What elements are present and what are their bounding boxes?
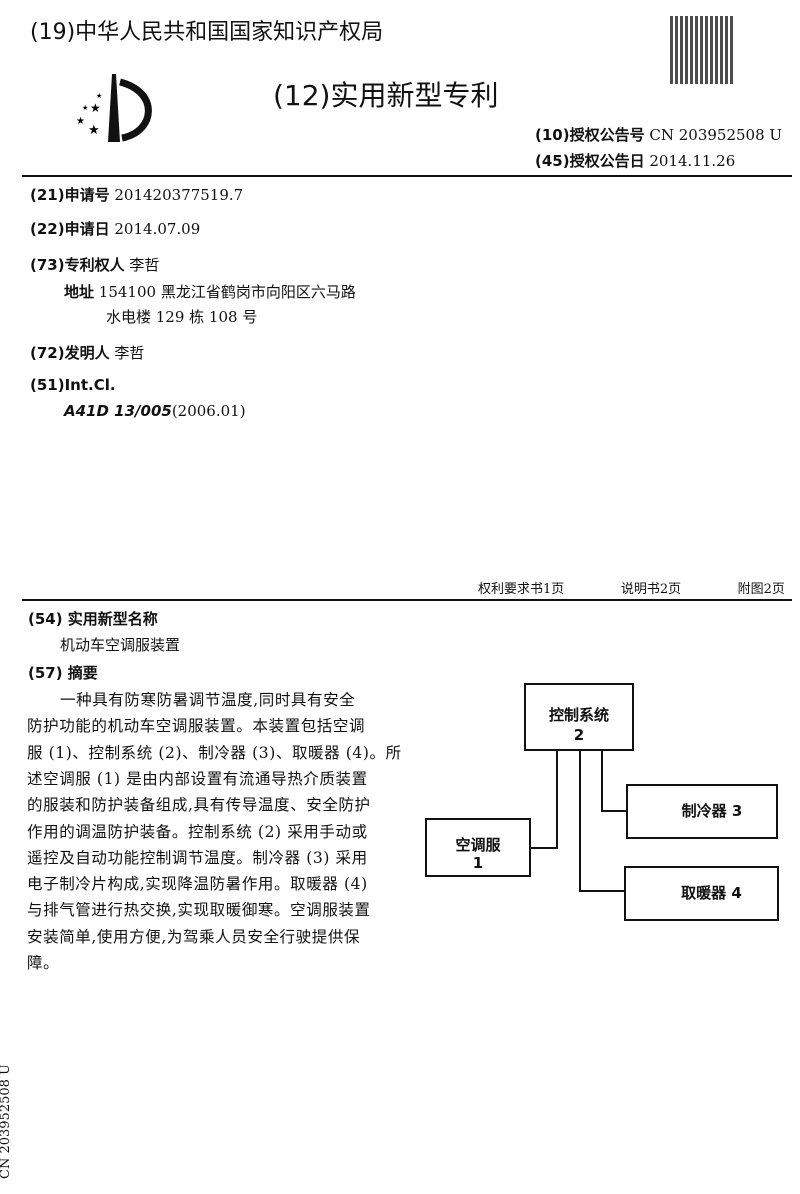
- connector-line: [579, 890, 625, 892]
- divider: [22, 599, 792, 601]
- title-label: (54) 实用新型名称: [28, 610, 158, 628]
- connector-line: [579, 751, 581, 892]
- address-line2: 水电楼 129 栋 108 号: [106, 308, 258, 326]
- ipc-label: (51)Int.Cl.: [30, 376, 116, 394]
- app-date-label: (22)申请日: [30, 220, 110, 238]
- connector-line: [530, 847, 558, 849]
- abstract-line: 安装简单,使用方便,为驾乘人员安全行驶提供保: [27, 927, 361, 946]
- description-pages: 说明书2页: [620, 582, 682, 597]
- svg-text:★: ★: [76, 116, 85, 127]
- cnipa-logo: ★★★★★: [76, 74, 152, 142]
- divider: [22, 175, 792, 177]
- app-no-label: (21)申请号: [30, 186, 110, 204]
- svg-text:★: ★: [96, 92, 102, 100]
- qr-code: [670, 16, 734, 84]
- pub-no-label: (10)授权公告号: [535, 126, 645, 144]
- abstract-line: 述空调服 (1) 是由内部设置有流通导热介质装置: [27, 769, 368, 788]
- connector-line: [556, 751, 558, 849]
- ipc-version: (2006.01): [171, 402, 246, 420]
- abstract-line: 服 (1)、控制系统 (2)、制冷器 (3)、取暖器 (4)。所: [27, 743, 402, 762]
- abstract-label: (57) 摘要: [28, 664, 98, 682]
- abstract-line: 一种具有防寒防暑调节温度,同时具有安全: [60, 691, 356, 709]
- claims-pages: 权利要求书1页: [478, 582, 565, 597]
- inventor-label: (72)发明人: [30, 344, 110, 362]
- office-name: (19)中华人民共和国国家知识产权局: [30, 20, 384, 45]
- svg-text:★: ★: [82, 104, 88, 112]
- drawings-pages: 附图2页: [737, 582, 785, 597]
- owner: 李哲: [129, 256, 160, 274]
- abstract-line: 作用的调温防护装备。控制系统 (2) 采用手动或: [27, 822, 368, 841]
- ipc-code: A41D 13/005: [64, 402, 172, 420]
- address-label: 地址: [64, 283, 95, 301]
- svg-text:★: ★: [90, 101, 101, 115]
- utility-model-title: 机动车空调服装置: [60, 636, 181, 654]
- abstract-line: 的服装和防护装备组成,具有传导温度、安全防护: [27, 796, 371, 815]
- app-date: 2014.07.09: [114, 220, 201, 238]
- patent-kind: (12)实用新型专利: [273, 79, 499, 112]
- side-pub-no: CN 203952508 U: [0, 1064, 13, 1179]
- pub-no: CN 203952508 U: [649, 126, 783, 144]
- abstract-line: 障。: [27, 954, 60, 972]
- app-no: 201420377519.7: [114, 186, 244, 204]
- svg-text:★: ★: [88, 123, 100, 138]
- cooler-box: 制冷器 3: [626, 784, 778, 839]
- owner-label: (73)专利权人: [30, 256, 125, 274]
- abstract-line: 电子制冷片构成,实现降温防暑作用。取暖器 (4): [27, 875, 368, 894]
- pub-date-label: (45)授权公告日: [535, 152, 645, 170]
- abstract-line: 防护功能的机动车空调服装置。本装置包括空调: [27, 717, 366, 736]
- inventor: 李哲: [114, 344, 145, 362]
- abstract-line: 与排气管进行热交换,实现取暖御寒。空调服装置: [27, 901, 371, 920]
- address-line1: 154100 黑龙江省鹤岗市向阳区六马路: [98, 283, 356, 301]
- connector-line: [601, 810, 627, 812]
- connector-line: [601, 751, 603, 812]
- heater-box: 取暖器 4: [624, 866, 779, 921]
- abstract-line: 遥控及自动功能控制调节温度。制冷器 (3) 采用: [27, 848, 368, 867]
- pub-date: 2014.11.26: [649, 152, 736, 170]
